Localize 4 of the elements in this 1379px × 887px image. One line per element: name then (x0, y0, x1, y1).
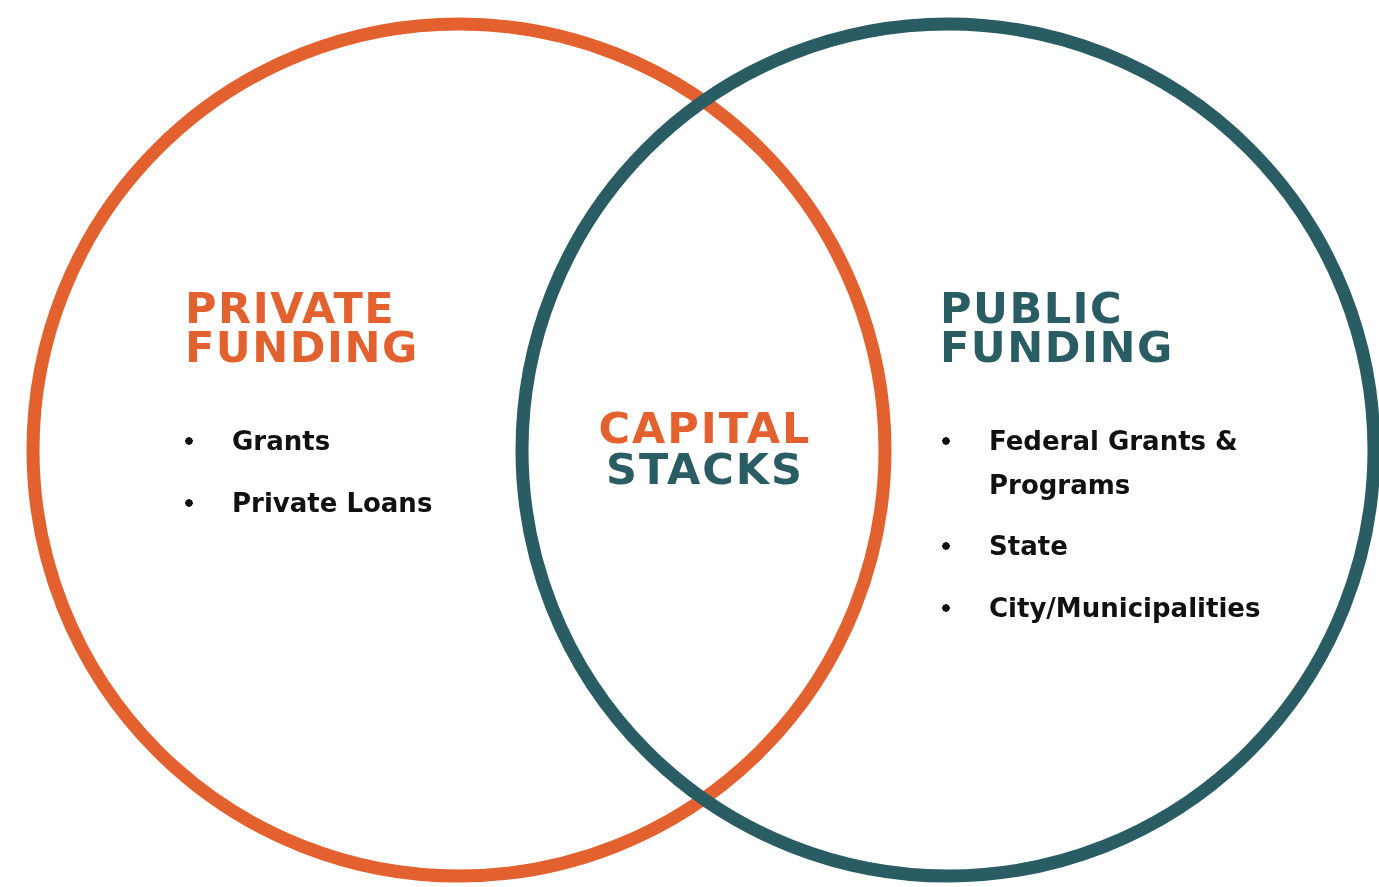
center-label: STACKS (604, 449, 806, 489)
center-label: CAPITAL (597, 408, 813, 448)
heading: PRIVATE FUNDING (185, 289, 420, 367)
heading: PUBLIC FUNDING (940, 289, 1175, 367)
